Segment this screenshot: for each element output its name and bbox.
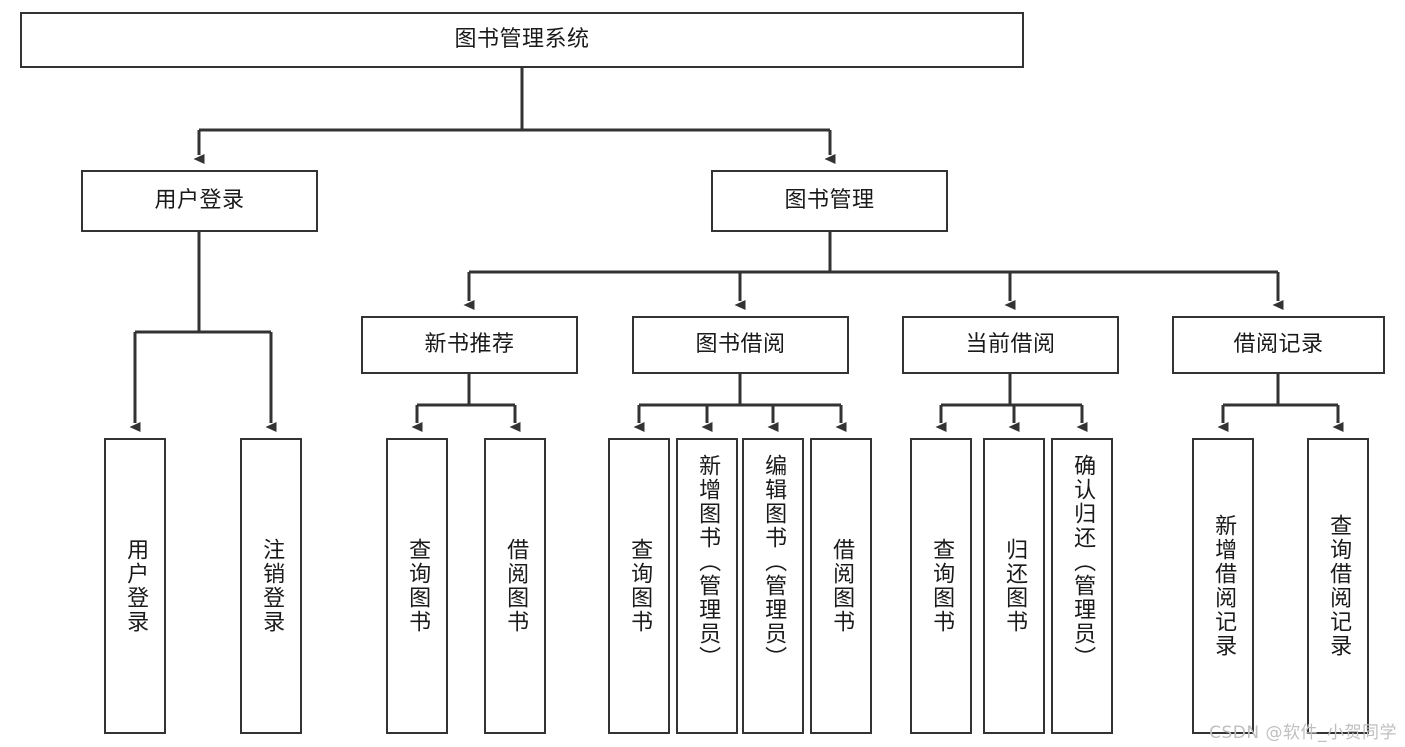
node-leaf-query-book-3-label: 查询图书 [929, 538, 955, 634]
node-leaf-confirm-return-label: 确认归还（管理员） [1070, 454, 1096, 670]
node-leaf-user-logout-label: 注销登录 [259, 538, 285, 634]
node-root-label: 图书管理系统 [454, 27, 590, 53]
node-leaf-add-book[interactable]: 新增图书（管理员） [676, 438, 738, 734]
node-leaf-add-record-label: 新增借阅记录 [1211, 514, 1237, 658]
node-leaf-query-record-label: 查询借阅记录 [1326, 514, 1352, 658]
node-leaf-add-book-label: 新增图书（管理员） [695, 454, 721, 670]
node-new-book-recommend[interactable]: 新书推荐 [361, 316, 578, 374]
node-borrow-record-label: 借阅记录 [1233, 332, 1324, 358]
node-book-manage-label: 图书管理 [784, 188, 875, 214]
node-leaf-query-book-3[interactable]: 查询图书 [910, 438, 972, 734]
node-new-book-recommend-label: 新书推荐 [424, 332, 515, 358]
node-leaf-borrow-book-1[interactable]: 借阅图书 [484, 438, 546, 734]
node-leaf-query-book-2[interactable]: 查询图书 [608, 438, 670, 734]
node-leaf-edit-book-label: 编辑图书（管理员） [761, 454, 787, 670]
node-leaf-borrow-book-2[interactable]: 借阅图书 [810, 438, 872, 734]
node-root[interactable]: 图书管理系统 [20, 12, 1024, 68]
node-leaf-query-book-1-label: 查询图书 [405, 538, 431, 634]
node-current-borrow-label: 当前借阅 [965, 332, 1056, 358]
node-leaf-add-record[interactable]: 新增借阅记录 [1192, 438, 1254, 734]
node-leaf-query-book-2-label: 查询图书 [627, 538, 653, 634]
node-leaf-borrow-book-2-label: 借阅图书 [829, 538, 855, 634]
node-user-login[interactable]: 用户登录 [81, 170, 318, 232]
node-leaf-query-record[interactable]: 查询借阅记录 [1307, 438, 1369, 734]
node-leaf-confirm-return[interactable]: 确认归还（管理员） [1051, 438, 1113, 734]
node-leaf-borrow-book-1-label: 借阅图书 [503, 538, 529, 634]
node-book-manage[interactable]: 图书管理 [711, 170, 948, 232]
node-book-borrow[interactable]: 图书借阅 [632, 316, 849, 374]
node-leaf-query-book-1[interactable]: 查询图书 [386, 438, 448, 734]
node-leaf-edit-book[interactable]: 编辑图书（管理员） [742, 438, 804, 734]
node-book-borrow-label: 图书借阅 [695, 332, 786, 358]
node-leaf-user-logout[interactable]: 注销登录 [240, 438, 302, 734]
node-leaf-return-book-label: 归还图书 [1002, 538, 1028, 634]
node-leaf-user-login[interactable]: 用户登录 [104, 438, 166, 734]
node-leaf-return-book[interactable]: 归还图书 [983, 438, 1045, 734]
node-user-login-label: 用户登录 [154, 188, 245, 214]
node-borrow-record[interactable]: 借阅记录 [1172, 316, 1385, 374]
node-current-borrow[interactable]: 当前借阅 [902, 316, 1119, 374]
node-leaf-user-login-label: 用户登录 [123, 538, 149, 634]
watermark-text: CSDN @软件_小贺同学 [1209, 723, 1397, 743]
